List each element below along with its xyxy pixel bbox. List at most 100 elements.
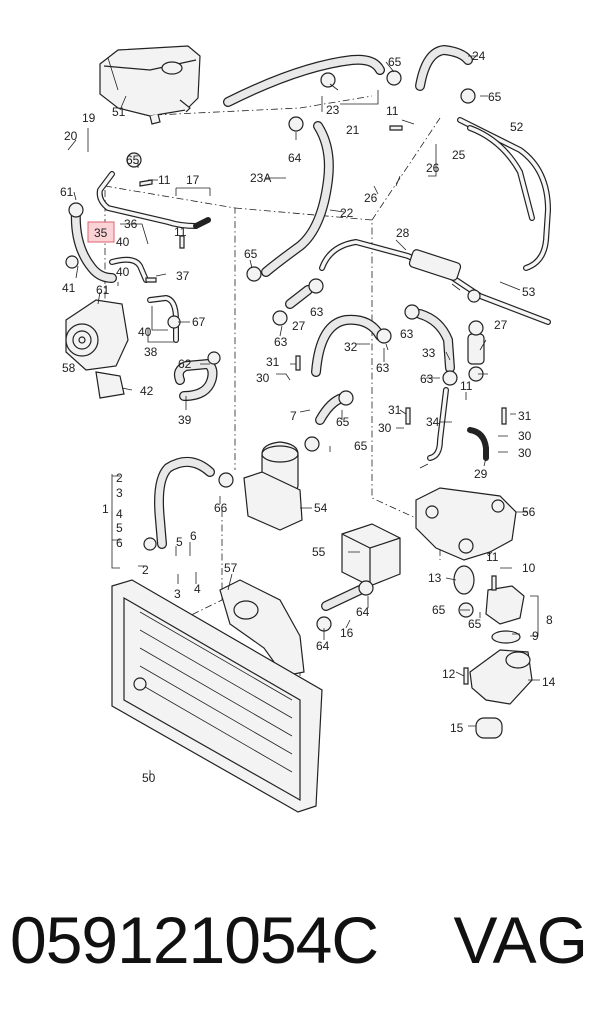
callout-label: 21 [346,123,360,137]
part-number: 059121054C [10,903,379,977]
callout-label: 50 [142,771,156,785]
coolant-hose [223,54,385,107]
callout-label: 42 [140,384,154,398]
footer: 059121054C VAG [0,880,600,1000]
highlight-box [87,221,115,243]
callout-label: 39 [178,413,192,427]
callout-label: 64 [356,605,370,619]
callout-label: 66 [214,501,228,515]
callout-label: 26 [426,161,440,175]
callout-label: 30 [518,446,532,460]
callout-label: 27 [292,319,306,333]
callout-label: 2 [142,563,149,577]
callout-label: 63 [376,361,390,375]
coolant-pipe [427,387,489,461]
callout-label: 11 [486,550,499,564]
oil-cooler [341,523,401,587]
callout-label: 40 [116,235,130,249]
callout-label: 67 [192,315,206,329]
callout-label: 65 [354,439,368,453]
callout-label: 20 [64,129,78,143]
callout-label: 15 [450,721,464,735]
callout-label: 8 [546,613,553,627]
callout-label: 23A [250,171,271,185]
callout-label: 25 [452,148,466,162]
oil-filter-housing [243,441,303,531]
callout-label: 3 [116,486,123,500]
callout-label: 33 [422,346,436,360]
callout-label: 65 [468,617,482,631]
callout-label: 27 [494,318,508,332]
callout-label: 65 [244,247,258,261]
callout-label: 11 [460,379,473,393]
water-pump [65,299,129,399]
callout-label: 13 [428,571,442,585]
callout-label: 40 [138,325,152,339]
callout-label: 41 [62,281,76,295]
coolant-hose [173,359,218,401]
callout-label: 28 [396,226,410,240]
callout-label: 2 [116,471,123,485]
callout-label: 40 [116,265,130,279]
callout-label: 4 [194,582,201,596]
callout-label: 19 [82,111,96,125]
coolant-hose [321,585,365,611]
callout-label: 53 [522,285,536,299]
coolant-hose [261,121,334,277]
leader-lines [67,55,540,780]
callout-label: 61 [60,185,74,199]
callout-label: 7 [290,409,297,423]
exploded-parts-diagram: 24 65 65 23 21 19 20 51 11 64 52 65 11 1… [60,45,556,813]
callout-label: 65 [336,415,350,429]
callout-label: 36 [124,217,138,231]
coolant-hose [154,457,215,549]
callout-label: 54 [314,501,328,515]
callout-label: 63 [400,327,414,341]
callout-label: 31 [388,403,402,417]
callout-label: 35 [94,226,108,240]
callout-label: 64 [288,151,302,165]
callout-label: 63 [310,305,324,319]
radiator [111,579,323,813]
coolant-flange [469,649,533,739]
callout-label: 10 [522,561,536,575]
callout-label: 6 [116,536,123,550]
callout-label: 30 [378,421,392,435]
callout-label: 9 [532,629,539,643]
callout-label: 58 [62,361,76,375]
coolant-pipe [457,117,551,271]
callout-label: 38 [144,345,158,359]
callout-label: 34 [426,415,440,429]
callout-label: 55 [312,545,326,559]
callout-label: 14 [542,675,556,689]
callout-label: 12 [442,667,456,681]
callout-label: 65 [488,90,502,104]
coolant-pipe [96,171,211,229]
callout-label: 63 [274,335,288,349]
callout-label: 37 [176,269,190,283]
callout-label: 24 [472,49,486,63]
coolant-hose [70,205,149,283]
coolant-hose [285,285,455,425]
callout-label: 30 [518,429,532,443]
callout-label: 6 [190,529,197,543]
callout-label: 22 [340,206,354,220]
callout-label: 63 [420,372,434,386]
callout-label: 62 [178,357,192,371]
callout-label: 51 [112,105,126,119]
callout-label: 17 [186,173,200,187]
coolant-pipe [319,239,551,325]
callout-labels: 24 65 65 23 21 19 20 51 11 64 52 65 11 1… [60,49,556,785]
bolt [139,125,507,685]
reference-line [371,117,441,221]
callout-label: 61 [96,283,110,297]
coolant-hose [415,45,473,91]
hose-clamp [65,70,484,632]
callout-label: 4 [116,507,123,521]
callout-label: 16 [340,626,354,640]
callout-label: 30 [256,371,270,385]
callout-label: 26 [364,191,378,205]
callout-label: 52 [510,120,524,134]
callout-label: 65 [126,153,140,167]
callout-label: 11 [386,104,399,118]
